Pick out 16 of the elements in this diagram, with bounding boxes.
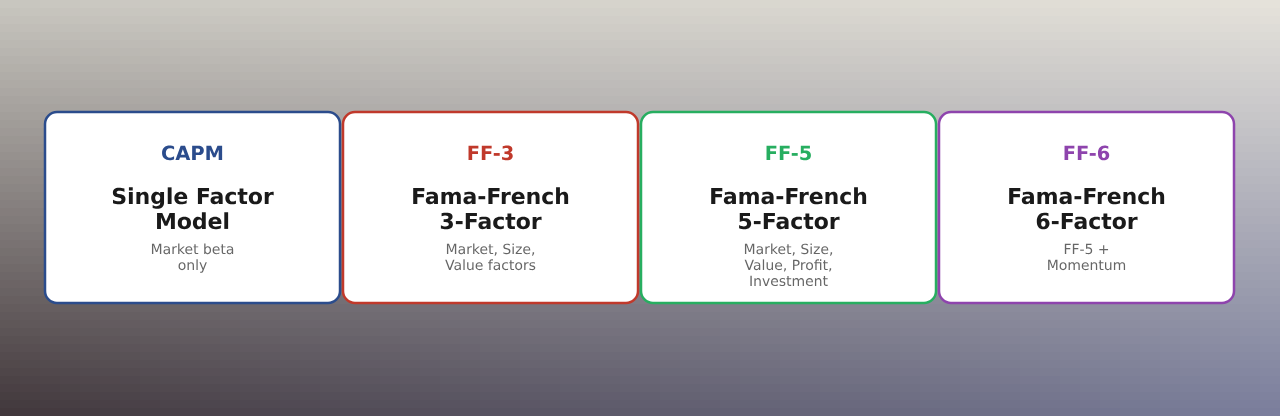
- model-card: [43, 110, 342, 305]
- card-heading: FF-5: [766, 145, 811, 161]
- card-heading: CAPM: [162, 145, 223, 161]
- card-heading: FF-3: [468, 145, 513, 161]
- model-card: [937, 110, 1236, 305]
- model-card: [639, 110, 938, 305]
- card-title: Fama-French 3-Factor: [413, 187, 569, 230]
- card-description: Market beta only: [151, 243, 234, 273]
- card-title: Fama-French 5-Factor: [711, 187, 867, 230]
- model-card: [341, 110, 640, 305]
- card-description: Market, Size, Value factors: [445, 243, 536, 271]
- card-description: Market, Size, Value, Profit, Investment: [744, 243, 833, 287]
- card-heading: FF-6: [1064, 145, 1110, 161]
- card-title: Single Factor Model: [112, 187, 274, 230]
- card-title: Fama-French 6-Factor: [1009, 187, 1165, 230]
- card-description: FF-5 + Momentum: [1048, 243, 1126, 271]
